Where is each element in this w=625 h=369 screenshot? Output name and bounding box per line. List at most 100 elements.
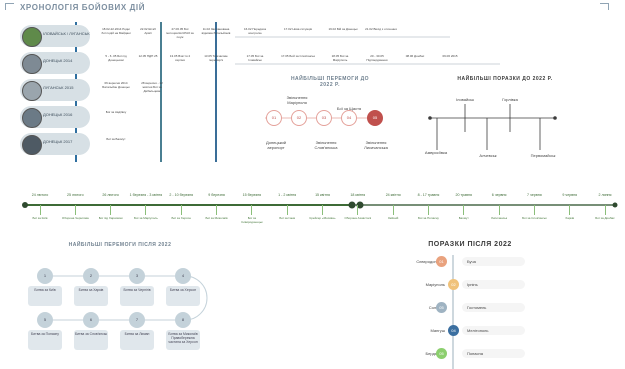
row-label-3: ЛУГАНСЬК 2015 [43, 85, 74, 90]
row-2-cell-3: 13.05 Взяття 2 серпня [169, 54, 191, 62]
row-4-cell-1: Бої за Авдіївку [105, 110, 127, 114]
victories-before-heading: НАЙБІЛЬШІ ПЕРЕМОГИ ДО 2022 Р. [290, 76, 370, 88]
timeline-row-5: ДОНЕЦЬК 2017 Бої за Бахмут [20, 133, 620, 155]
victory-after-num-2: 2 [83, 268, 99, 284]
timeline-date-5: 2 - 10 березня [169, 193, 194, 197]
victory-after-label-4: Битва за Херсон [166, 286, 200, 306]
row-label-2: ДОНЕЦЬК 2014 [43, 58, 73, 63]
victory-bottom-label-2: Звільнення Слов'янська [314, 140, 338, 150]
timeline-date-11: 24 квітня [385, 193, 401, 197]
victory-after-num-8: 8 [175, 312, 191, 328]
flag-icon [22, 108, 42, 128]
timeline-date-6: 9 березня [208, 193, 225, 197]
row-badge-5: ДОНЕЦЬК 2017 [20, 133, 90, 155]
row-2-cell-4: 13.05 Тимчасове перемир'я [204, 54, 228, 62]
victory-after-num-3: 3 [129, 268, 145, 284]
defeat-top-label-2: Горлівка [502, 97, 518, 102]
row-5-cell-1: Бої за Бахмут [106, 137, 126, 141]
victory-node-3: 03 [316, 110, 332, 126]
victory-after-label-6: Битва за Слов'янськ [74, 330, 108, 350]
row-2-cell-10: 09.06 2015 [442, 54, 458, 58]
timeline-row-4: ДОНЕЦЬК 2016 Бої за Авдіївку [20, 106, 620, 128]
timeline-date-7: 15 березня [242, 193, 262, 197]
victory-after-label-8: Битва за Миколаїв Правобережна частина з… [166, 330, 200, 350]
flag-icon [22, 54, 42, 74]
timeline-date-4: 1 березня - 3 квітня [129, 193, 163, 197]
timeline-tick-15 [533, 205, 535, 215]
timeline-tick-8 [286, 205, 288, 215]
timeline-event-15: Бої за Слов'янськ [522, 216, 547, 220]
timeline-tick-1 [39, 205, 41, 215]
victory-node-1: 01 [266, 110, 282, 126]
defeat-top-label-1: Іловайськ [455, 97, 475, 102]
row-1-cell-5: 16.02 Передача контролю [243, 27, 267, 35]
row-1-cell-1: 18.02-22.2014 Родні бої подій на Майдані [101, 27, 131, 35]
victory-node-4: 04 [341, 110, 357, 126]
victory-after-label-3: Битва за Чернігів [120, 286, 154, 306]
victory-after-label-5: Битва за Попасну [28, 330, 62, 350]
defeat-after-num-4: 04 [448, 325, 459, 336]
timeline-event-4: Бої за Маріуполь [134, 216, 158, 220]
defeat-after-num-3: 05 [436, 302, 447, 313]
victory-bottom-label-1: Донецький аеропорт [265, 140, 286, 150]
timeline-date-2: 25 лютого [67, 193, 84, 197]
row-badge-2: ДОНЕЦЬК 2014 [20, 52, 90, 74]
row-2-cell-9: 08.06 Донбас [405, 54, 425, 58]
timeline-tick-17 [604, 205, 606, 215]
defeat-after-left-5: Бердянськ [385, 349, 445, 358]
timeline-event-6: Бої за Миколаїв [205, 216, 228, 220]
timeline-event-14: Лисичанськ [491, 216, 508, 220]
defeat-after-num-2: 02 [448, 279, 459, 290]
defeat-after-left-2: Маріуполь [425, 282, 445, 287]
timeline-date-8: 1 - 2 квітня [278, 193, 297, 197]
victory-after-label-1: Битва за Київ [28, 286, 62, 306]
timeline-event-13: Бахмут [458, 216, 469, 220]
defeat-bottom-label-2: Алчевськ [479, 153, 497, 158]
timeline-row-2: ДОНЕЦЬК 2014 5 - 6 .05 Бої під Донецьком… [20, 52, 620, 74]
flag-icon [22, 135, 42, 155]
timeline-tick-6 [216, 205, 218, 215]
row-badge-3: ЛУГАНСЬК 2015 [20, 79, 90, 101]
row-label-5: ДОНЕЦЬК 2017 [43, 139, 73, 144]
defeat-after-right-3: Гостомель [462, 303, 525, 312]
timeline-tick-12 [427, 205, 429, 215]
row-3-cell-2: 28 вересня - 12 жовтня Бої за Дебальцеве [141, 81, 163, 93]
corner-mark-right [600, 3, 609, 10]
row-2-cell-6: 17.05 Бой за Слов'янськ [281, 54, 315, 58]
timeline-tick-16 [569, 205, 571, 215]
victory-node-5: 05 [367, 110, 383, 126]
timeline-date-13: 20 травня [455, 193, 472, 197]
defeat-after-right-2: Ірпінь [462, 280, 525, 289]
victory-after-label-2: Битва за Харків [74, 286, 108, 306]
defeats-after-heading: ПОРАЗКИ ПІСЛЯ 2022 [428, 241, 512, 248]
timeline-event-3: Бої під Харковом [98, 216, 123, 220]
timeline-date-15: 7 червня [527, 193, 542, 197]
timeline-date-3: 26 лютого [102, 193, 119, 197]
timeline-tick-11 [392, 205, 394, 215]
timeline-date-12: 8 - 17 травня [417, 193, 440, 197]
defeat-after-right-1: Буча [462, 257, 525, 266]
victory-after-num-1: 1 [37, 268, 53, 284]
row-label-1: ІЛОВАЙСЬК / ЛУГАНСЬК [43, 31, 90, 36]
timeline-tick-2 [74, 205, 76, 215]
flag-icon [22, 81, 42, 101]
timeline-event-1: Бої за Київ [32, 216, 48, 220]
defeat-after-left-1: Сєвєродонецьк [416, 259, 445, 264]
page-title: ХРОНОЛОГІЯ БОЙОВИХ ДІЙ [20, 3, 146, 12]
defeats-before-heading: НАЙБІЛЬШІ ПОРАЗКИ ДО 2022 Р. [457, 76, 553, 82]
row-2-cell-8: 20 - 30.05 Підтвердження [366, 54, 388, 62]
victory-after-num-6: 6 [83, 312, 99, 328]
defeat-after-right-5: Попасна [462, 349, 525, 358]
timeline-tick-3 [110, 205, 112, 215]
victory-after-num-5: 5 [37, 312, 53, 328]
timeline-vline-3 [215, 22, 217, 162]
victory-top-label-1: Звільнення Маріуполя [286, 95, 308, 105]
timeline-tick-9 [322, 205, 323, 215]
timeline-date-1: 24 лютого [31, 193, 49, 197]
defeat-after-right-4: Мелітополь [462, 326, 525, 335]
victory-after-label-7: Битва за Лиман [120, 330, 154, 350]
